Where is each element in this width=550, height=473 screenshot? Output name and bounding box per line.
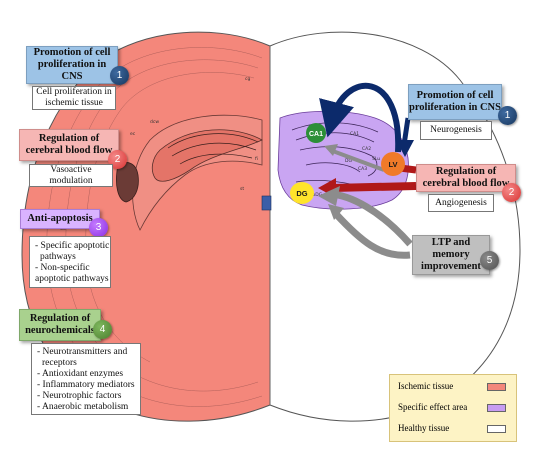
proliferation-left-title-text: Promotion of cell proliferation in CNS	[33, 47, 111, 82]
atlas-label: CA1	[350, 131, 359, 137]
legend-swatch-healthy	[487, 425, 506, 433]
arrow-neurogenesis-head	[396, 140, 414, 157]
left-hippocampus-outline	[151, 129, 263, 182]
legend-item-healthy: Healthy tissue	[398, 423, 449, 433]
third-ventricle	[261, 195, 272, 211]
ltp-box: LTP and memory improvement	[412, 235, 490, 275]
dg-label: DG	[296, 189, 307, 198]
neurochem-line-5: - Neurotrophic factors	[37, 391, 122, 401]
blood-flow-box-right-detail: Angiogenesis	[428, 194, 494, 212]
atlas-label: ec	[130, 132, 136, 137]
badge-5: 5	[480, 251, 499, 270]
arrow-ltp-to-dg-lower	[333, 211, 411, 259]
badge-1-right: 1	[498, 106, 517, 125]
badge-3: 3	[89, 218, 108, 237]
lv-label: LV	[388, 160, 397, 169]
atlas-label: CA2	[362, 146, 371, 152]
atlas-label: CA3	[358, 166, 367, 172]
neurochem-line-1: - Neurotransmitters and	[37, 347, 128, 357]
atlas-label: dcw	[150, 119, 159, 125]
legend-swatch-ischemic	[487, 383, 506, 391]
arrow-lv-ca1-gray	[329, 148, 385, 172]
anti-apoptosis-title-text: Anti-apoptosis	[27, 213, 93, 224]
badge-4: 4	[93, 320, 112, 339]
legend-label: Specific effect area	[398, 402, 468, 412]
atlas-label: DG	[345, 158, 352, 164]
atlas-label: SLu	[372, 156, 380, 162]
anti-apoptosis-box-title: Anti-apoptosis	[20, 209, 100, 229]
proliferation-right-title-text: Promotion of cell proliferation in CNS	[409, 90, 501, 113]
neurochemicals-box-detail: - Neurotransmitters and receptors - Anti…	[31, 343, 141, 415]
neurochem-line-3: - Antioxidant enzymes	[37, 369, 124, 379]
neurochem-line-6: - Anaerobic metabolism	[37, 402, 129, 412]
apoptosis-line-1: - Specific apoptotic	[35, 241, 110, 251]
arrow-ltp-head	[318, 186, 340, 206]
ca1-label: CA1	[309, 131, 323, 138]
anti-apoptosis-box-detail: - Specific apoptotic pathways - Non-spec…	[29, 236, 111, 288]
legend-swatch-specific	[487, 404, 506, 412]
blood-flow-box-left-title: Regulation of cerebral blood flow	[19, 129, 119, 161]
blood-flow-right-title-text: Regulation of cerebral blood flow	[422, 166, 510, 189]
blood-flow-left-detail: Vasoactive modulation	[49, 164, 93, 186]
proliferation-right-detail: Neurogenesis	[430, 125, 482, 135]
neurochemicals-box-title: Regulation of neurochemicals	[19, 309, 101, 341]
atlas-label: cg	[245, 77, 250, 82]
left-hippocampus-layers	[167, 133, 259, 165]
proliferation-box-right-detail: Neurogenesis	[420, 121, 492, 140]
left-ventricle	[116, 162, 139, 203]
proliferation-box-right-title: Promotion of cell proliferation in CNS	[408, 84, 502, 120]
apoptosis-line-4: apoptotic pathways	[35, 274, 109, 284]
ltp-title-text: LTP and memory improvement	[421, 237, 481, 272]
apoptosis-line-2: pathways	[40, 252, 76, 262]
arrow-lv-to-ca1	[319, 82, 402, 153]
legend-label: Ischemic tissue	[398, 381, 454, 391]
dg-marker	[290, 182, 314, 204]
arrow-angiogenesis-to-dg	[331, 182, 417, 192]
arrow-lv-ca1-gray-head	[324, 144, 338, 156]
legend-item-ischemic: Ischemic tissue	[398, 381, 453, 391]
blood-flow-box-right-title: Regulation of cerebral blood flow	[416, 164, 516, 192]
ca1-marker	[306, 123, 326, 143]
blood-flow-box-left-detail: Vasoactive modulation	[29, 164, 113, 187]
legend-item-specific: Specific effect area	[398, 402, 467, 412]
proliferation-box-left-title: Promotion of cell proliferation in CNS	[26, 46, 118, 84]
proliferation-box-left-detail: Cell proliferation in ischemic tissue	[32, 86, 116, 110]
neurochem-line-2: receptors	[42, 358, 77, 368]
blood-flow-left-title-text: Regulation of cerebral blood flow	[25, 133, 113, 156]
legend: Ischemic tissue Specific effect area Hea…	[389, 374, 517, 442]
legend-label: Healthy tissue	[398, 423, 450, 433]
proliferation-left-detail: Cell proliferation in ischemic tissue	[36, 87, 112, 108]
neurochem-line-4: - Inflammatory mediators	[37, 380, 135, 390]
badge-1-left: 1	[110, 66, 129, 85]
atlas-label: st	[240, 186, 244, 192]
atlas-label: fi	[255, 156, 258, 162]
lv-marker	[381, 152, 405, 176]
badge-2-right: 2	[502, 183, 521, 202]
atlas-label: Cx	[60, 226, 66, 232]
neurochemicals-title-text: Regulation of neurochemicals	[25, 313, 95, 336]
atlas-label: PoDG	[310, 192, 323, 198]
blood-flow-right-detail: Angiogenesis	[435, 197, 487, 208]
arrow-ltp-head-2	[328, 204, 344, 220]
apoptosis-line-3: - Non-specific	[35, 263, 90, 273]
